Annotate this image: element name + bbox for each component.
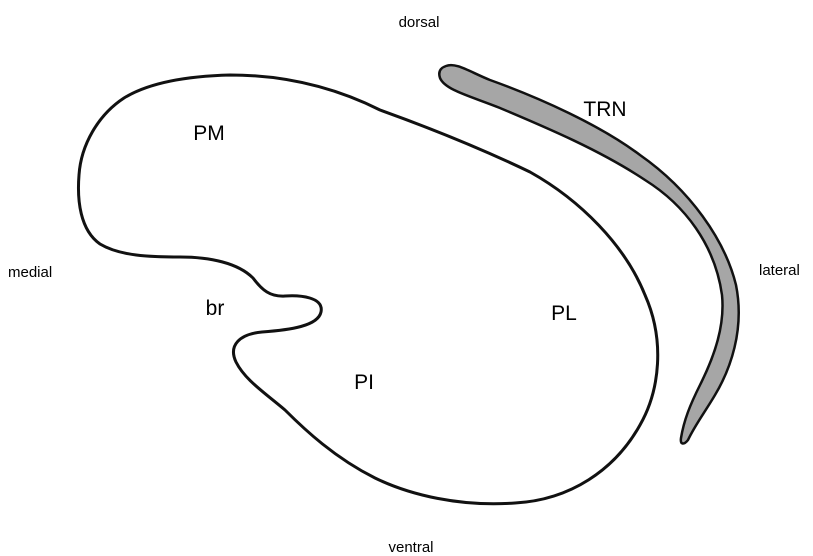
label-medial: medial: [8, 264, 52, 281]
label-lateral: lateral: [759, 262, 800, 279]
label-br: br: [206, 297, 225, 320]
trn-shape: [439, 65, 738, 443]
label-pm: PM: [193, 122, 225, 145]
label-pi: PI: [354, 371, 374, 394]
label-ventral: ventral: [388, 539, 433, 556]
label-dorsal: dorsal: [399, 14, 440, 31]
label-trn: TRN: [583, 98, 626, 121]
label-pl: PL: [551, 302, 577, 325]
